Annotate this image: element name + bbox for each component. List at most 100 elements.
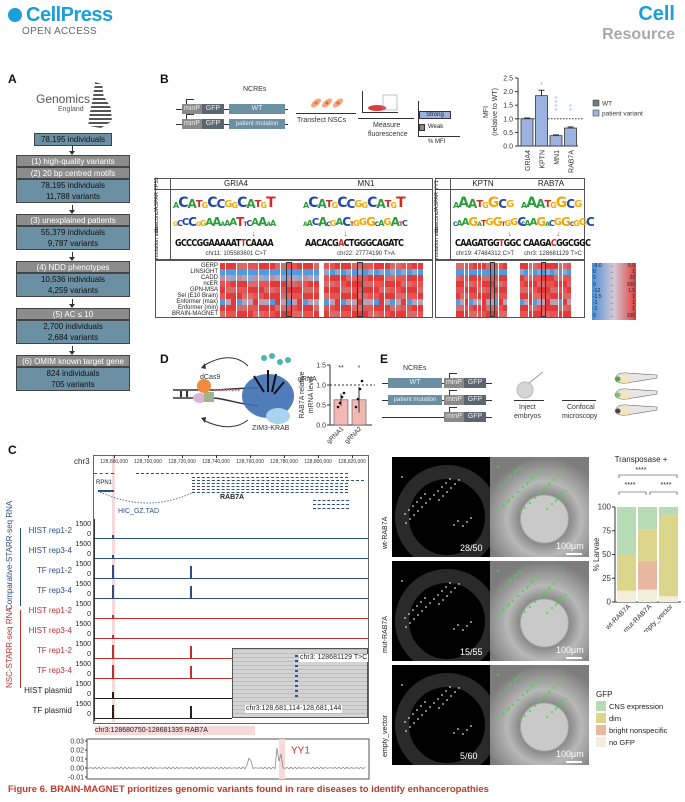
heatmap-cell bbox=[286, 293, 291, 299]
heatmap-cell bbox=[554, 281, 559, 287]
track-baseline bbox=[94, 598, 368, 599]
heatmap-cell bbox=[280, 287, 286, 293]
heatmap-cell bbox=[335, 275, 340, 281]
inset-variant: chr3: 128681129 T>C bbox=[299, 654, 369, 662]
mfi-bar bbox=[549, 135, 563, 147]
heatmap-cell bbox=[275, 281, 280, 287]
heatmap-cell bbox=[550, 269, 554, 275]
heatmap-cell bbox=[464, 305, 469, 311]
heatmap-cell bbox=[291, 305, 297, 311]
sig-overall: **** bbox=[636, 467, 647, 474]
heatmap-cell bbox=[236, 293, 242, 299]
heatmap-cell bbox=[329, 281, 335, 287]
dcas9-label: dCas9 bbox=[200, 374, 221, 381]
logo-letter: T bbox=[266, 195, 276, 211]
heatmap-cell bbox=[545, 281, 550, 287]
flow-filter: (5) AC ≤ 10 bbox=[16, 308, 130, 320]
heatmap-cell bbox=[401, 293, 406, 299]
sequence-base: A bbox=[261, 238, 268, 249]
heatmap-cell bbox=[490, 287, 495, 293]
heatmap-cell bbox=[406, 281, 412, 287]
sequence-base: T bbox=[348, 238, 354, 249]
heatmap-cell bbox=[324, 263, 329, 269]
heatmap-cell bbox=[236, 311, 242, 317]
heatmap-cell bbox=[258, 287, 264, 293]
track-baseline bbox=[94, 538, 368, 539]
heatmap-cell bbox=[456, 281, 460, 287]
heatmap-cell bbox=[225, 293, 231, 299]
heatmap-cell bbox=[335, 305, 340, 311]
heatmap-cell bbox=[297, 305, 302, 311]
heatmap-cell bbox=[481, 305, 486, 311]
heatmap-cell bbox=[528, 269, 533, 275]
heatmap-cell bbox=[357, 263, 362, 269]
heatmap-cell bbox=[286, 305, 291, 311]
cb-letter: G bbox=[492, 215, 503, 229]
arrow-measure bbox=[358, 118, 414, 119]
logo-letter: T bbox=[384, 199, 392, 210]
heatmap-cell bbox=[460, 305, 465, 311]
heatmap-cell bbox=[468, 311, 473, 317]
heatmap-cell bbox=[477, 299, 482, 305]
ncre-block: WT bbox=[388, 378, 442, 388]
cellpress-logo-icon bbox=[8, 8, 22, 22]
heatmap-cell bbox=[346, 263, 351, 269]
heatmap-cell bbox=[532, 287, 537, 293]
readout-axis-label: % MFI bbox=[428, 139, 446, 145]
stack-segment bbox=[638, 529, 657, 562]
attribution-frame bbox=[86, 738, 370, 780]
gfp-block: GFP bbox=[464, 412, 486, 422]
heatmap-row-label: Sei (E10 Brain) bbox=[177, 293, 218, 299]
track-max: 1500 bbox=[75, 621, 91, 628]
heatmap-cell bbox=[401, 263, 406, 269]
cb-letter: T bbox=[480, 219, 487, 228]
heatmap-cell bbox=[231, 287, 236, 293]
heatmap-cell bbox=[490, 269, 495, 275]
heatmap-cell bbox=[520, 293, 524, 299]
heatmap-cell bbox=[481, 299, 486, 305]
heatmap-cell bbox=[563, 293, 567, 299]
coord-tick bbox=[250, 455, 251, 458]
logo-letter: A bbox=[173, 201, 179, 210]
heatmap-cell bbox=[567, 293, 572, 299]
mfi-bar bbox=[520, 118, 534, 147]
gene-line bbox=[192, 480, 364, 481]
yy1-logo-box bbox=[435, 178, 585, 260]
track-min: 0 bbox=[87, 591, 91, 598]
chrom-label: chr3 bbox=[74, 457, 90, 466]
larva-icon bbox=[614, 388, 658, 400]
heatmap-cell bbox=[494, 263, 499, 269]
heatmap-cell bbox=[297, 269, 302, 275]
heatmap-cell bbox=[486, 269, 490, 275]
heatmap-cell bbox=[225, 263, 231, 269]
mut-text: mutation sites bbox=[434, 225, 440, 259]
heatmap-cell bbox=[379, 305, 384, 311]
promoter-arrow-icon bbox=[449, 390, 457, 395]
heatmap-cell bbox=[464, 281, 469, 287]
nsc-cells-icon bbox=[309, 95, 345, 109]
data-point bbox=[356, 397, 360, 401]
cb-letter: C bbox=[402, 219, 408, 228]
heatmap-cell bbox=[481, 263, 486, 269]
jaspar-text: JASPAR YY1 bbox=[434, 180, 440, 213]
scale-max: 1.5 bbox=[628, 287, 635, 294]
sequence-base: G bbox=[365, 238, 373, 249]
heatmap-cell bbox=[460, 269, 465, 275]
heatmap-cell bbox=[373, 275, 379, 281]
cb-letter: A bbox=[270, 219, 276, 228]
heatmap-cell bbox=[537, 311, 541, 317]
heatmap-cell bbox=[324, 299, 329, 305]
heatmap-cell bbox=[329, 293, 335, 299]
e-ncre-title: NCREs bbox=[403, 365, 427, 372]
heatmap-cell bbox=[499, 275, 503, 281]
cb-letter: A bbox=[229, 217, 237, 228]
heatmap-cell bbox=[329, 287, 335, 293]
heatmap-cell bbox=[486, 287, 490, 293]
tad-arc bbox=[99, 491, 195, 504]
flow-arrow bbox=[69, 205, 75, 214]
y-axis-label-2: (relative to WT) bbox=[492, 88, 499, 136]
flow-filter: (6) OMIM known target gene bbox=[16, 355, 130, 367]
scale-arrow-icon: → bbox=[609, 312, 614, 319]
heatmap-cell bbox=[308, 311, 313, 317]
heatmap-cell bbox=[490, 263, 495, 269]
